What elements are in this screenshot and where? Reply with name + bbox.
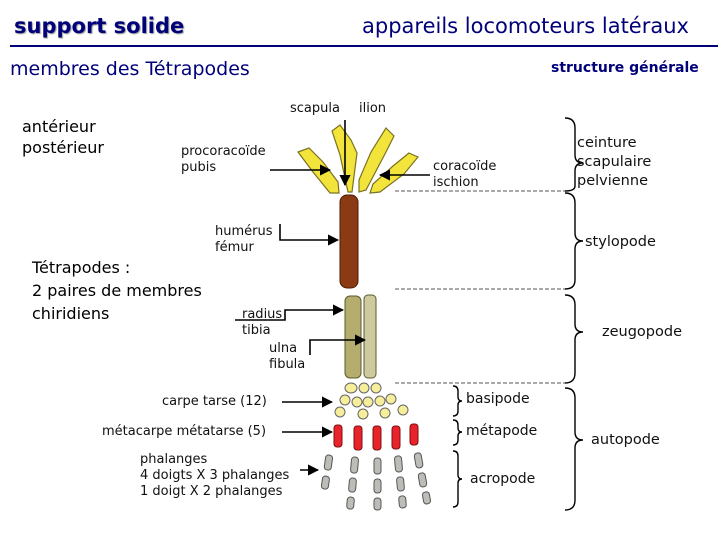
label-phalanges-doigt: 1 doigt X 2 phalanges (140, 484, 282, 500)
carpal (363, 397, 373, 407)
carpal (358, 409, 368, 419)
region-basipode: basipode (466, 391, 530, 407)
label-tibia: tibia (242, 323, 271, 339)
region-acropode: acropode (470, 471, 535, 487)
label-radius: radius (242, 307, 282, 323)
carpal (345, 383, 357, 393)
metacarpal (334, 425, 342, 447)
phalange (350, 457, 358, 474)
phalange (394, 456, 402, 473)
carpal (359, 383, 369, 393)
phalange (422, 491, 431, 504)
region-metapode: métapode (466, 423, 537, 439)
carpal (375, 396, 385, 406)
carpal-bones (335, 383, 408, 419)
carpal (352, 397, 362, 407)
label-pubis: pubis (181, 160, 216, 176)
carpal (340, 395, 350, 405)
phalange (398, 496, 406, 509)
girdle-bones (298, 125, 418, 193)
bracket-zeugopode (565, 295, 583, 383)
phalange (414, 452, 423, 468)
label-phalanges: phalanges (140, 452, 207, 468)
phalange (324, 455, 333, 471)
metacarpal (392, 426, 400, 449)
label-phalanges-doigts: 4 doigts X 3 phalanges (140, 468, 289, 484)
carpal (335, 407, 345, 417)
bracket-metapode (453, 420, 462, 445)
humerus-bone (340, 195, 358, 288)
label-scapula: scapula (290, 101, 340, 117)
region-autopode: autopode (591, 431, 660, 449)
label-carpe-tarse: carpe tarse (12) (162, 394, 267, 410)
bracket-stylopode (565, 193, 583, 289)
metacarpal-bones (334, 424, 418, 450)
metacarpal (410, 424, 418, 445)
region-stylopode: stylopode (585, 233, 656, 251)
carpal (371, 383, 381, 393)
bracket-basipode (453, 386, 462, 416)
phalange (346, 497, 354, 510)
label-ischion: ischion (433, 175, 479, 191)
metacarpal (354, 426, 362, 450)
label-ulna: ulna (269, 341, 297, 357)
region-scapulaire: scapulaire (577, 153, 651, 171)
region-zeugopode: zeugopode (602, 323, 682, 341)
label-femur: fémur (215, 240, 254, 256)
carpal (380, 408, 390, 418)
phalange (374, 498, 381, 510)
label-metacarpe-metatarse: métacarpe métatarse (5) (102, 424, 266, 440)
phalange (321, 476, 330, 490)
phalange (418, 472, 427, 487)
phalange (348, 478, 356, 493)
label-fibula: fibula (269, 357, 305, 373)
phalange-bones (321, 452, 431, 510)
bracket-autopode (565, 388, 583, 510)
carpal (398, 405, 408, 415)
label-procoracoide: procoracoïde (181, 144, 266, 160)
bracket-acropode (453, 451, 462, 507)
ulna-bone (364, 295, 376, 378)
label-humerus: humérus (215, 224, 273, 240)
phalange (374, 479, 381, 493)
carpal (386, 394, 396, 404)
label-coracoide: coracoïde (433, 159, 496, 175)
arrow-humerus (280, 224, 338, 240)
radius-bone (345, 296, 361, 378)
region-ceinture: ceinture (577, 134, 637, 152)
metacarpal (373, 426, 381, 450)
region-pelvienne: pelvienne (577, 172, 648, 190)
label-ilion: ilion (359, 101, 386, 117)
phalange (396, 477, 404, 492)
phalange (374, 458, 381, 474)
